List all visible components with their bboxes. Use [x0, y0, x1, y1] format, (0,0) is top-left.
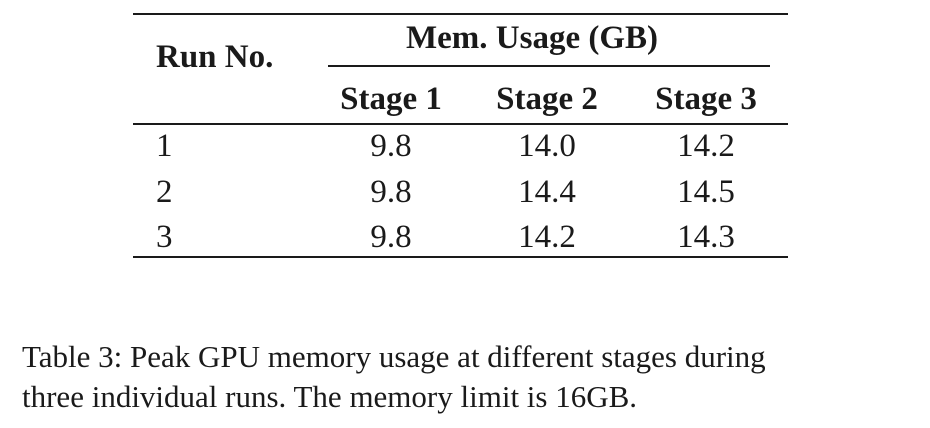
- top-rule: [133, 13, 788, 15]
- stage-2-value: 14.0: [518, 128, 576, 164]
- caption-line-2: three individual runs. The memory limit …: [22, 379, 638, 414]
- stage-3-value: 14.2: [677, 128, 735, 164]
- header-mem-usage: Mem. Usage (GB): [406, 20, 659, 56]
- run-number: 1: [156, 128, 173, 164]
- group-rule: [328, 65, 770, 67]
- header-run-no: Run No.: [156, 39, 274, 75]
- run-number: 2: [156, 174, 173, 210]
- stage-2-value: 14.4: [518, 174, 576, 210]
- caption-line-1: Table 3: Peak GPU memory usage at differ…: [22, 339, 766, 374]
- header-stage-1: Stage 1: [340, 81, 442, 117]
- header-rule: [133, 123, 788, 125]
- bottom-rule: [133, 256, 788, 258]
- table-caption: Table 3: Peak GPU memory usage at differ…: [22, 337, 902, 417]
- stage-3-value: 14.3: [677, 219, 735, 255]
- run-number: 3: [156, 219, 173, 255]
- stage-3-value: 14.5: [677, 174, 735, 210]
- stage-1-value: 9.8: [370, 174, 412, 210]
- stage-2-value: 14.2: [518, 219, 576, 255]
- header-stage-2: Stage 2: [496, 81, 598, 117]
- stage-1-value: 9.8: [370, 219, 412, 255]
- stage-1-value: 9.8: [370, 128, 412, 164]
- header-stage-3: Stage 3: [655, 81, 757, 117]
